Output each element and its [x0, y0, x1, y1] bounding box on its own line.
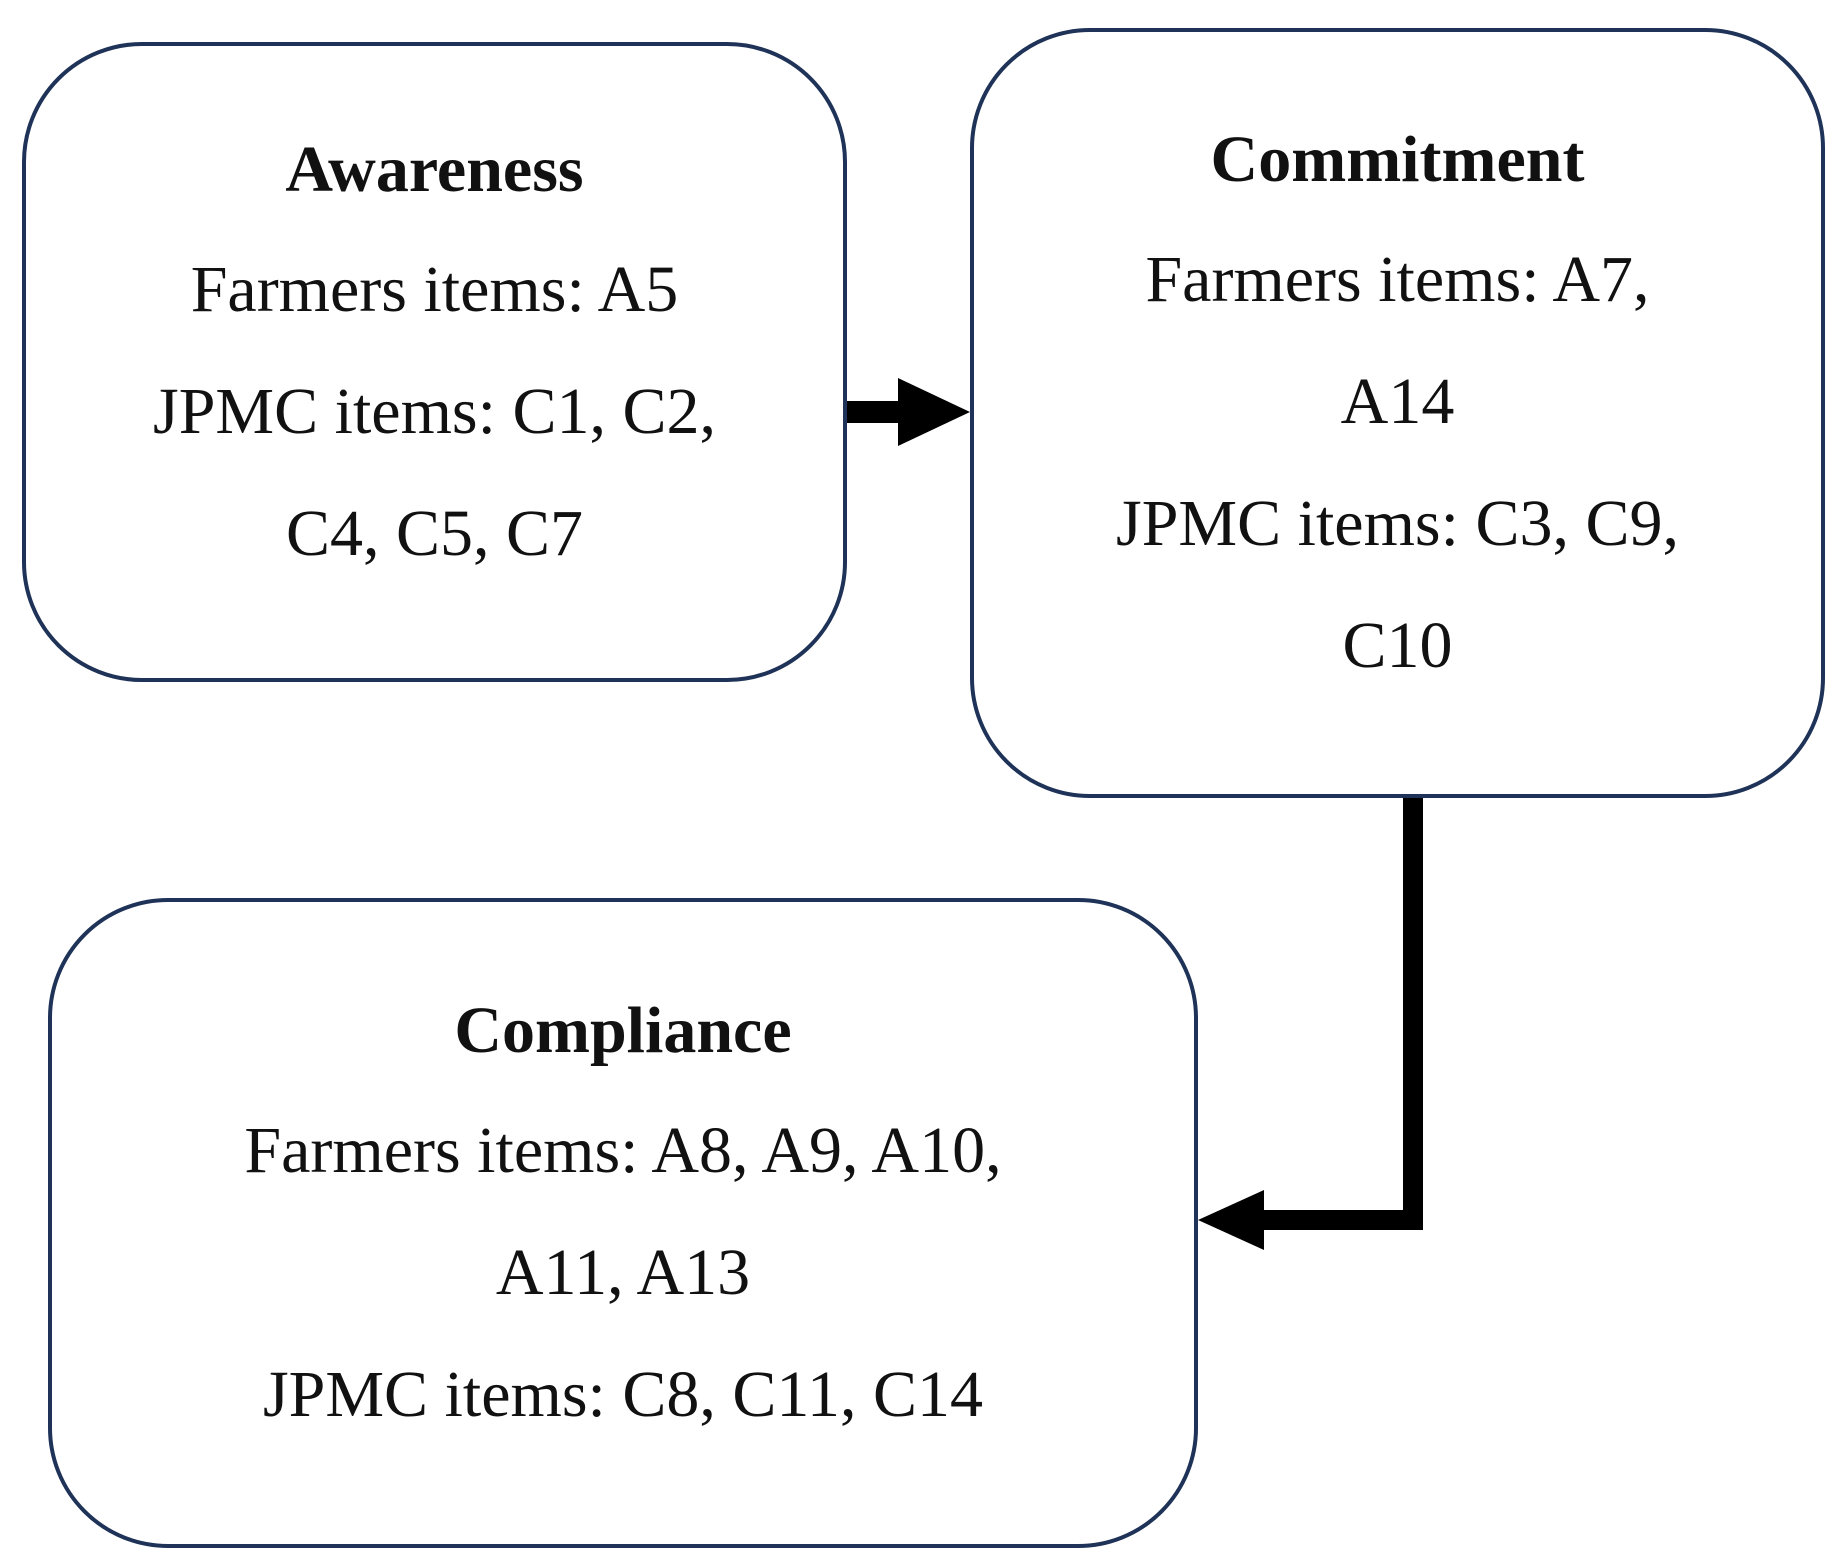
commitment-jpmc-items-cont: C10: [1342, 609, 1453, 683]
compliance-farmers-items: Farmers items: A8, A9, A10,: [244, 1114, 1002, 1188]
compliance-farmers-items-cont: A11, A13: [495, 1236, 751, 1310]
commitment-farmers-items-cont: A14: [1340, 365, 1455, 439]
arrow-commitment-to-compliance-head: [1198, 1190, 1264, 1250]
awareness-box: Awareness Farmers items: A5 JPMC items: …: [22, 42, 847, 682]
commitment-title: Commitment: [1210, 122, 1585, 196]
commitment-jpmc-items: JPMC items: C3, C9,: [1116, 487, 1679, 561]
compliance-box: Compliance Farmers items: A8, A9, A10, A…: [48, 898, 1198, 1548]
awareness-title: Awareness: [285, 132, 584, 206]
arrow-awareness-to-commitment-head: [898, 378, 970, 446]
compliance-jpmc-items: JPMC items: C8, C11, C14: [262, 1358, 984, 1432]
awareness-jpmc-items-cont: C4, C5, C7: [285, 497, 584, 571]
awareness-farmers-items: Farmers items: A5: [190, 253, 679, 327]
commitment-farmers-items: Farmers items: A7,: [1145, 243, 1650, 317]
arrow-commitment-to-compliance: [1198, 798, 1423, 1250]
awareness-jpmc-items: JPMC items: C1, C2,: [153, 375, 716, 449]
compliance-title: Compliance: [454, 993, 792, 1067]
arrow-commitment-to-compliance-shaft: [1262, 798, 1423, 1230]
arrow-awareness-to-commitment: [847, 378, 970, 446]
commitment-box: Commitment Farmers items: A7, A14 JPMC i…: [970, 28, 1825, 798]
